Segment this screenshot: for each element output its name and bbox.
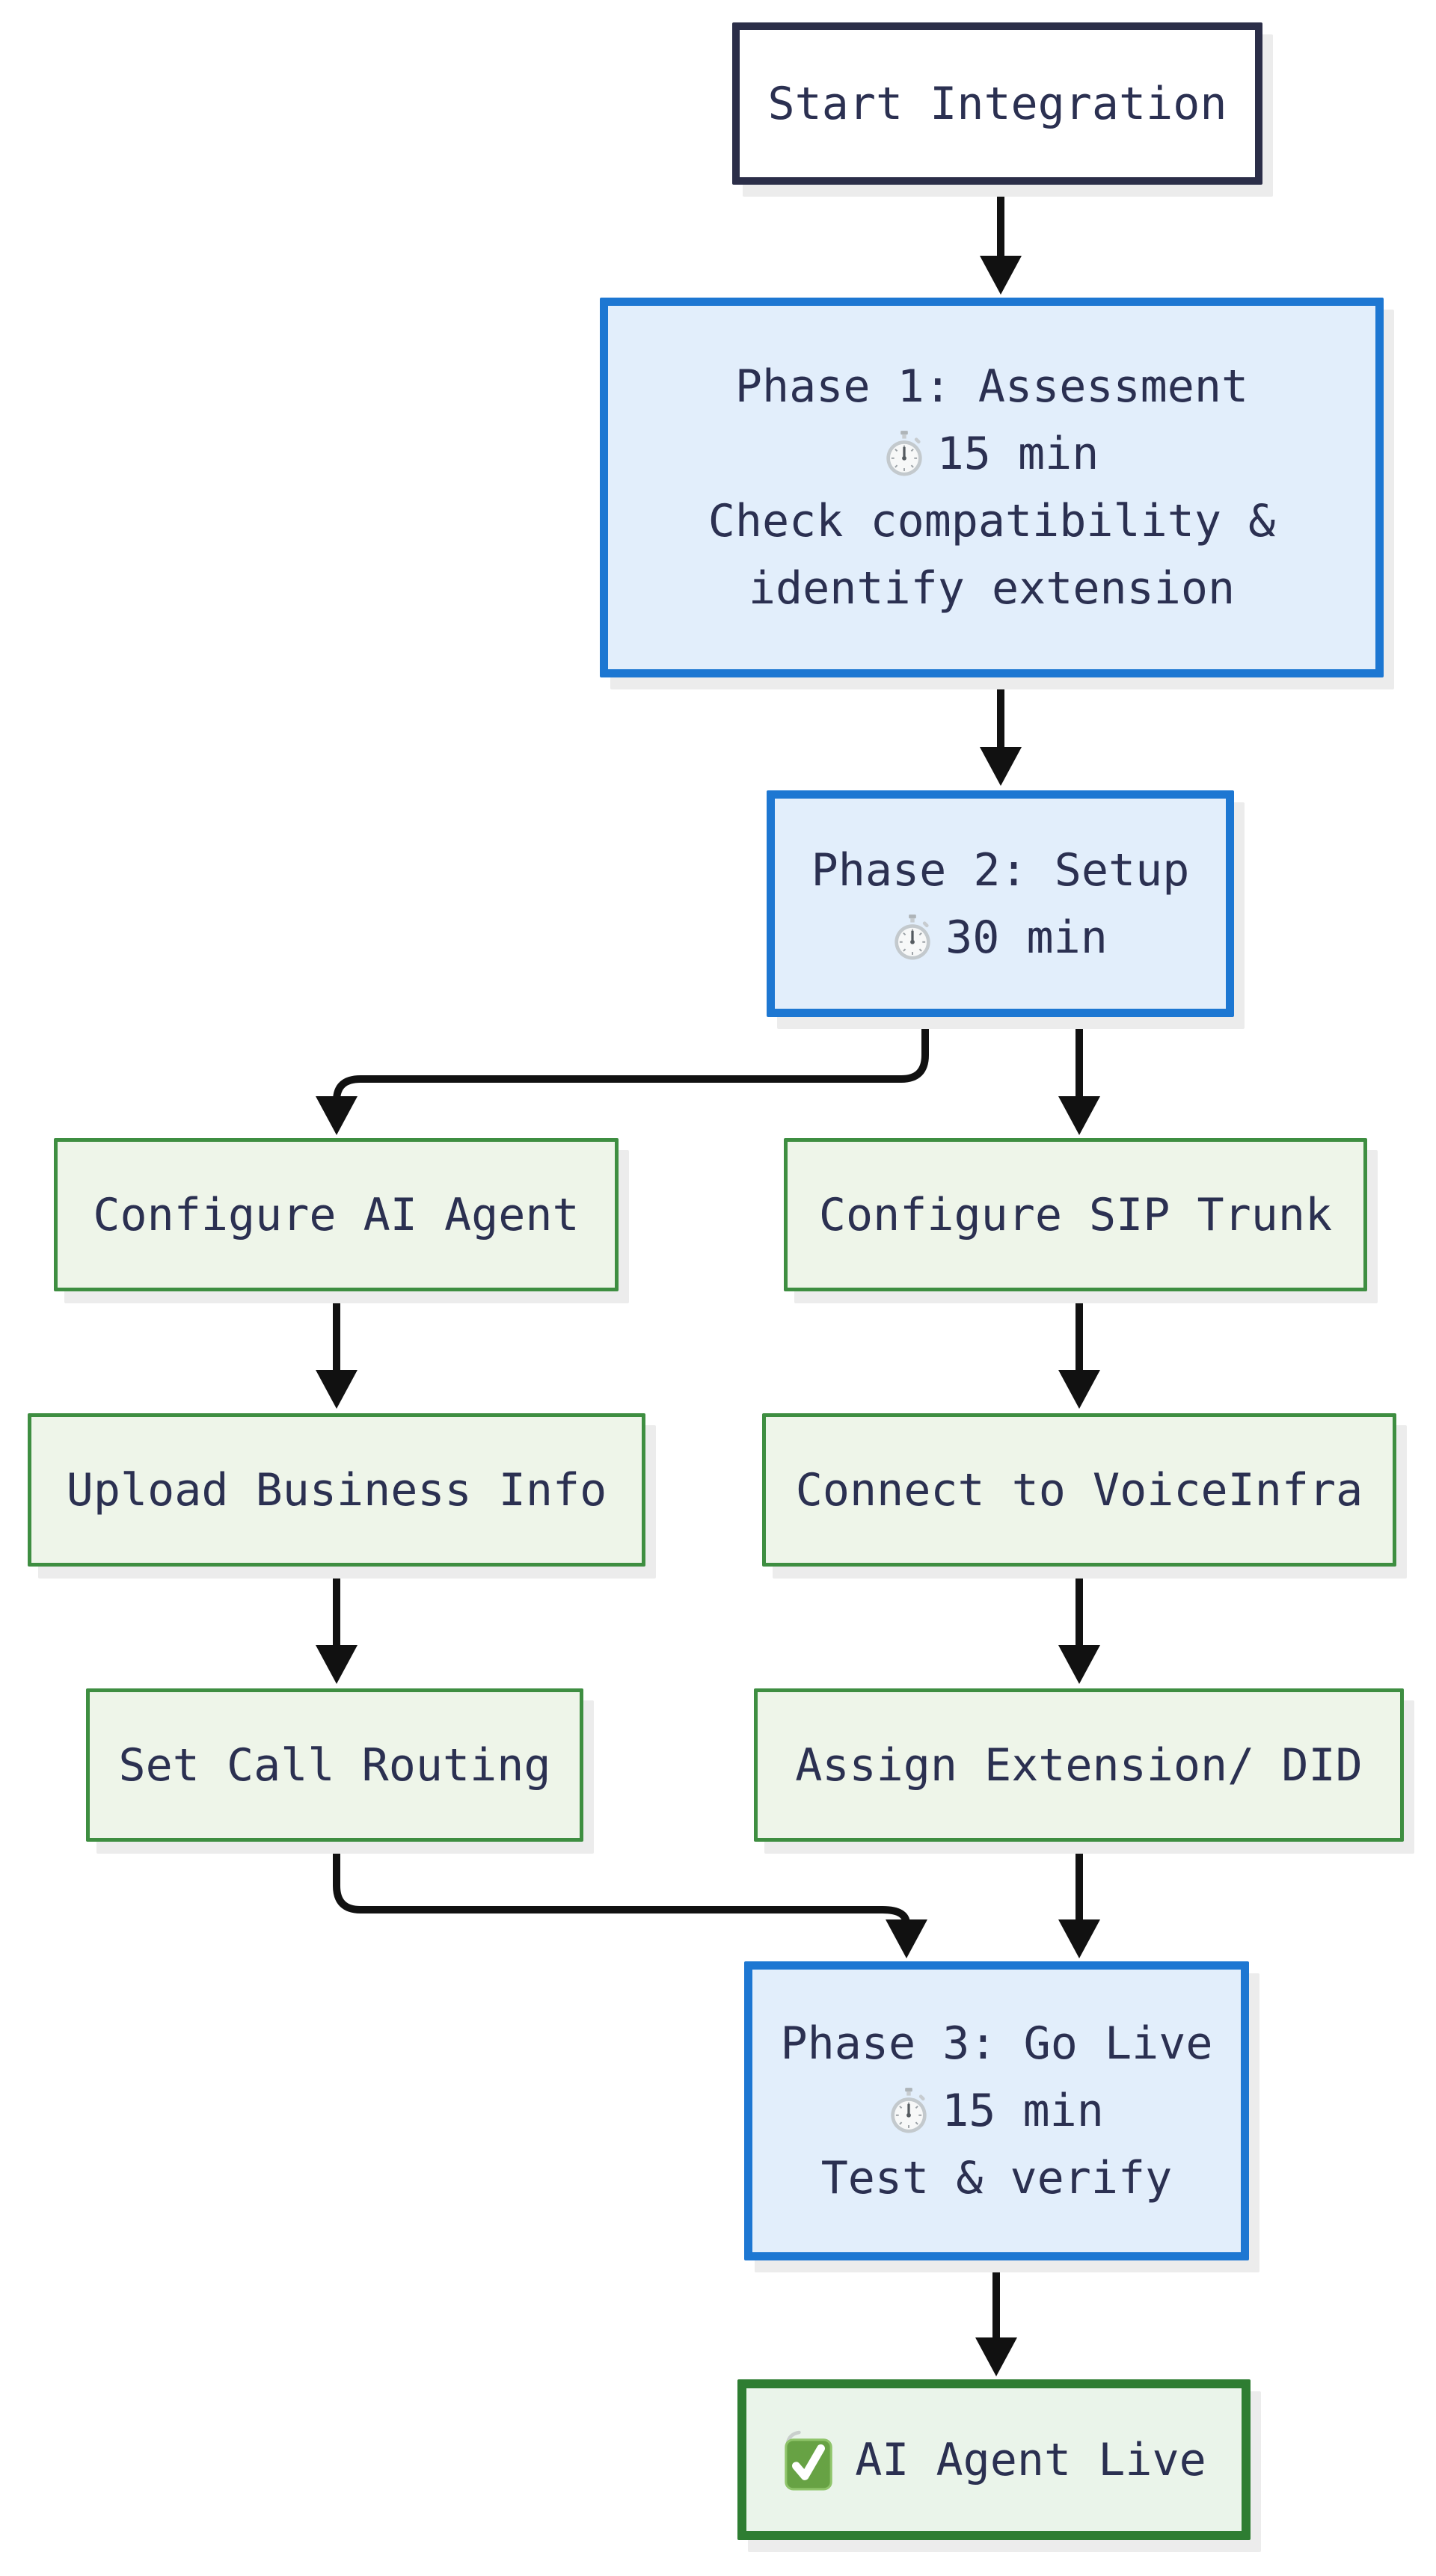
node-label: AI Agent Live [855, 2433, 1206, 2486]
arrowhead [316, 1096, 358, 1135]
stopwatch-icon [891, 2088, 927, 2133]
stopwatch-icon [895, 914, 930, 959]
arrowhead [1058, 1370, 1100, 1409]
check-mark-icon [785, 2430, 832, 2490]
phase1-description-line: Check compatibility & [708, 495, 1276, 547]
node-configure-sip-trunk: Configure SIP Trunk [784, 1138, 1367, 1291]
phase1-title: Phase 1: Assessment [734, 360, 1249, 413]
arrowhead [316, 1370, 358, 1409]
node-configure-ai-agent: Configure AI Agent [54, 1138, 619, 1291]
node-connect-to-voiceinfra: Connect to VoiceInfra [762, 1413, 1396, 1567]
node-assign-extension-did: Assign Extension/ DID [754, 1688, 1404, 1842]
node-label: Set Call Routing [118, 1739, 551, 1792]
node-phase3-go-live: Phase 3: Go Live [744, 1961, 1249, 2260]
arrowhead [1058, 1096, 1100, 1135]
node-label: Configure SIP Trunk [818, 1188, 1333, 1241]
arrowhead [1058, 1645, 1100, 1684]
phase1-description-line: identify extension [748, 562, 1236, 615]
phase3-title: Phase 3: Go Live [780, 2017, 1213, 2070]
phase2-duration-line: 30 min [893, 904, 1108, 971]
phase2-duration: 30 min [945, 911, 1108, 964]
node-phase2-setup: Phase 2: Setup [767, 790, 1234, 1017]
arrowhead [886, 1919, 927, 1958]
edge-phase2-to-configure-ai-agent [333, 1018, 929, 1101]
arrowhead [316, 1645, 358, 1684]
arrowhead [980, 256, 1022, 295]
phase1-duration-line: 15 min [885, 420, 1099, 488]
phase1-duration: 15 min [936, 428, 1099, 480]
phase2-title: Phase 2: Setup [811, 843, 1190, 897]
phase3-duration: 15 min [942, 2085, 1104, 2137]
node-phase1-assessment: Phase 1: Assessment [600, 298, 1384, 677]
arrowhead [1058, 1919, 1100, 1958]
stopwatch-icon [886, 431, 922, 476]
node-start-integration: Start Integration [732, 22, 1262, 185]
phase3-duration-line: 15 min [889, 2077, 1104, 2145]
phase3-description-line: Test & verify [820, 2152, 1173, 2204]
node-label: Configure AI Agent [93, 1188, 580, 1241]
node-set-call-routing: Set Call Routing [86, 1688, 583, 1842]
node-label: Connect to VoiceInfra [795, 1463, 1363, 1516]
node-label: Upload Business Info [66, 1463, 607, 1516]
node-label: Start Integration [767, 77, 1227, 130]
node-ai-agent-live: AI Agent Live [737, 2379, 1251, 2540]
node-upload-business-info: Upload Business Info [28, 1413, 645, 1567]
arrowhead [980, 747, 1022, 786]
node-label: Assign Extension/ DID [795, 1739, 1363, 1792]
arrowhead [975, 2337, 1017, 2376]
edge-set-call-routing-to-phase3 [333, 1843, 910, 1925]
